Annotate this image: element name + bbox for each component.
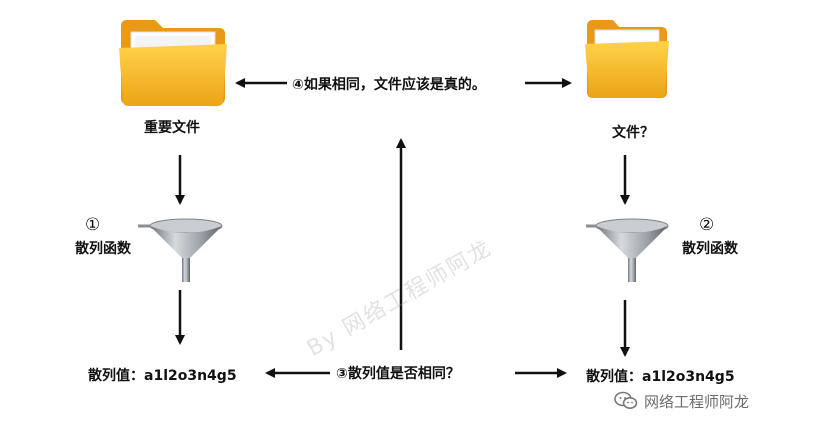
step-1-number: ① <box>85 215 101 235</box>
folder-icon-questioned-file <box>581 14 671 100</box>
funnel-icon-right <box>586 212 672 284</box>
brand-name: 网络工程师阿龙 <box>644 392 750 411</box>
wechat-icon <box>614 391 638 409</box>
funnel-icon-left <box>138 214 224 284</box>
important-file-label: 重要文件 <box>144 120 200 136</box>
conclusion-label: ④如果相同，文件应该是真的。 <box>292 77 486 93</box>
left-hash-value-label: 散列值：a1l2o3n4g5 <box>88 368 237 384</box>
right-hash-value-label: 散列值：a1l2o3n4g5 <box>586 369 735 385</box>
left-hash-function-label: 散列函数 <box>75 241 131 257</box>
brand-badge: 网络工程师阿龙 <box>614 389 749 413</box>
right-hash-function-label: 散列函数 <box>682 241 738 257</box>
step-2-number: ② <box>699 215 715 235</box>
folder-icon-important-file <box>115 14 231 108</box>
compare-question-label: ③散列值是否相同？ <box>336 366 460 382</box>
questioned-file-label: 文件？ <box>612 125 654 141</box>
